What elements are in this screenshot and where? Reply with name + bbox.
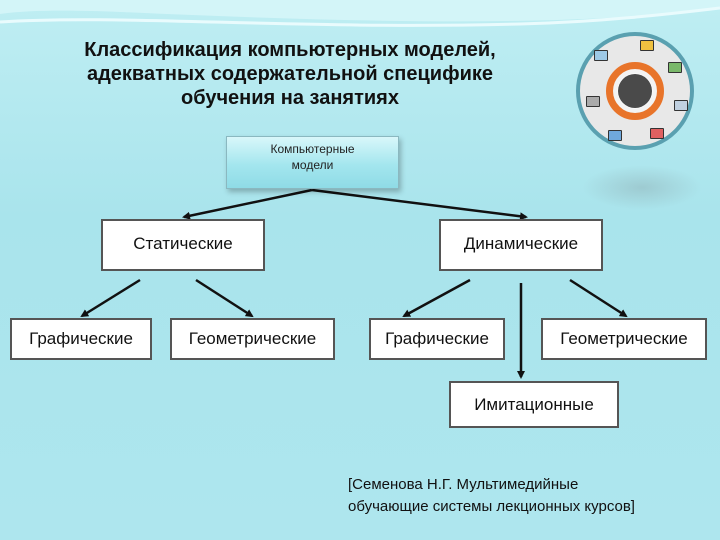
node-static-geometric: Геометрические [170, 318, 335, 360]
root-label-line-1: Компьютерные [270, 142, 355, 156]
monitor-tile-icon [640, 40, 654, 51]
arrow-root-to-dynamic [311, 188, 528, 221]
monitor-tile-icon [674, 100, 688, 111]
monitor-tile-icon [650, 128, 664, 139]
node-dynamic-imitation: Имитационные [449, 381, 619, 428]
arrow-static-to-graphic [80, 278, 141, 318]
monitor-tile-icon [608, 130, 622, 141]
root-label-line-2: модели [291, 158, 334, 172]
arrow-dynamic-to-graphic [402, 278, 471, 318]
arrow-dynamic-to-geometric [569, 278, 628, 318]
node-computer-models: Компьютерные модели [226, 136, 399, 189]
logo-center-icon [618, 74, 652, 108]
node-static-graphic: Графические [10, 318, 152, 360]
monitor-tile-icon [594, 50, 608, 61]
node-static: Статические [101, 219, 265, 271]
node-dynamic-geometric: Геометрические [541, 318, 707, 360]
title-line-3: обучения на занятиях [181, 87, 399, 109]
node-dynamic: Динамические [439, 219, 603, 271]
slide-title: Классификация компьютерных моделей, адек… [20, 38, 560, 110]
node-dynamic-graphic: Графические [369, 318, 505, 360]
citation: [Семенова Н.Г. Мультимедийные обучающие … [348, 474, 708, 518]
arrow-root-to-static [182, 188, 313, 220]
title-line-2: адекватных содержательной специфике [86, 63, 494, 85]
decorative-shadow [582, 165, 702, 210]
monitor-tile-icon [586, 96, 600, 107]
title-line-1: Классификация компьютерных моделей, [84, 39, 496, 61]
header-swoosh-decoration [0, 0, 720, 27]
logo-ring-icon [606, 62, 664, 120]
citation-line-1: [Семенова Н.Г. Мультимедийные [348, 476, 579, 493]
monitor-tile-icon [668, 62, 682, 73]
arrow-static-to-geometric [195, 278, 254, 318]
citation-line-2: обучающие системы лекционных курсов] [348, 498, 635, 515]
